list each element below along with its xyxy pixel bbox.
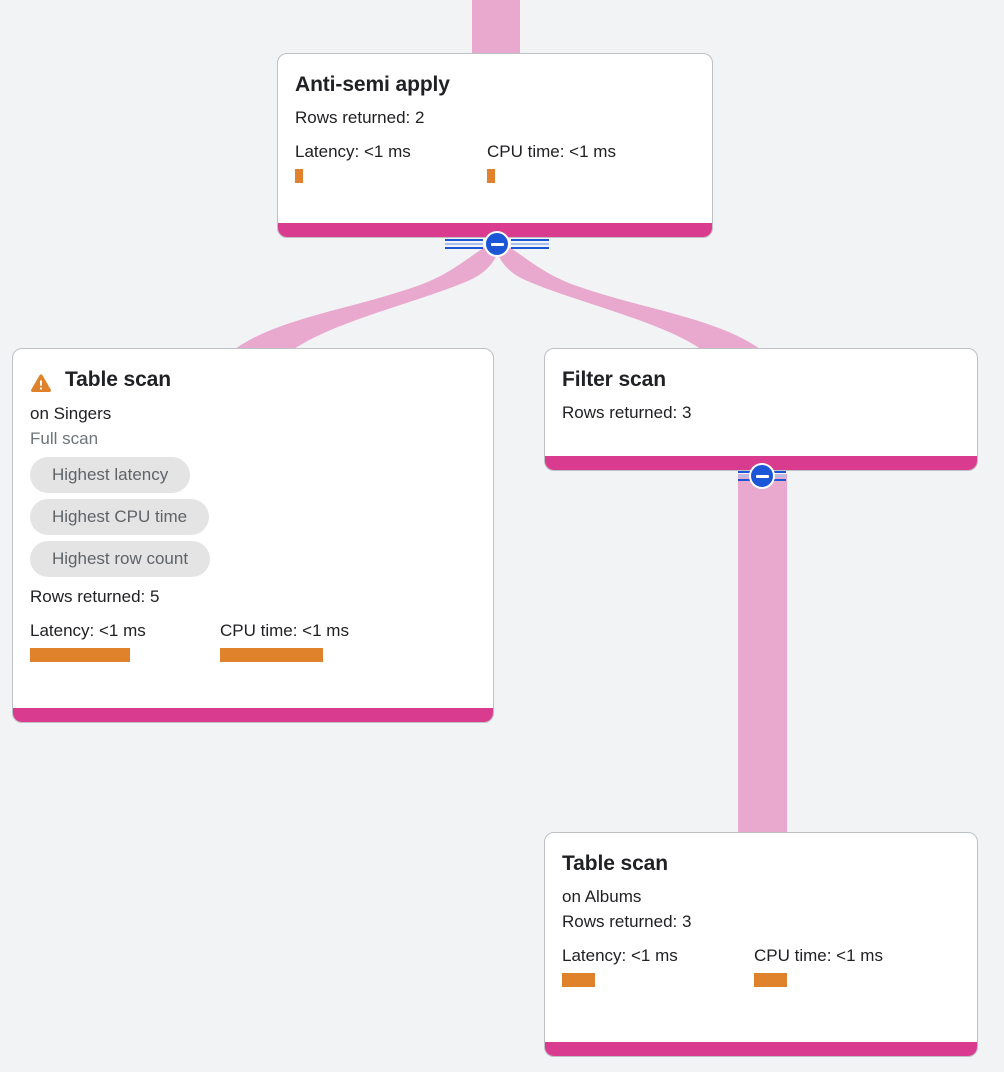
metric-latency: Latency: <1 ms: [30, 621, 220, 662]
node-body: Table scan on Albums Rows returned: 3 La…: [545, 833, 977, 1042]
minus-circle-icon[interactable]: [749, 463, 775, 489]
plan-node-table-scan-singers[interactable]: Table scan on Singers Full scan Highest …: [12, 348, 494, 723]
metric-cpu-time: CPU time: <1 ms: [754, 946, 883, 987]
edge-anti-semi-apply-to-table-scan-singers: [231, 243, 500, 352]
rows-returned-label: Rows returned: 5: [30, 587, 160, 606]
warning-triangle-icon: [31, 374, 51, 393]
edge-filter-scan-to-table-scan-albums: [738, 474, 787, 836]
metric-cpu-time-label: CPU time: <1 ms: [487, 142, 616, 161]
toggle-rails: [738, 471, 786, 481]
plan-node-table-scan-albums[interactable]: Table scan on Albums Rows returned: 3 La…: [544, 832, 978, 1057]
metric-latency-label: Latency: <1 ms: [295, 142, 411, 161]
node-body: Anti-semi apply Rows returned: 2 Latency…: [278, 54, 712, 223]
node-metrics: Latency: <1 ms CPU time: <1 ms: [30, 621, 476, 662]
node-header: Anti-semi apply: [295, 72, 695, 98]
metric-cpu-time: CPU time: <1 ms: [487, 142, 616, 183]
metric-cpu-time-label: CPU time: <1 ms: [754, 946, 883, 965]
node-header: Table scan: [562, 851, 960, 877]
node-title: Filter scan: [562, 368, 666, 391]
node-title: Anti-semi apply: [295, 73, 450, 96]
metric-latency: Latency: <1 ms: [562, 946, 754, 987]
minus-circle-icon[interactable]: [484, 231, 510, 257]
node-target: on Albums: [562, 887, 642, 906]
node-accent-bar: [278, 223, 712, 237]
plan-node-filter-scan[interactable]: Filter scan Rows returned: 3: [544, 348, 978, 471]
node-title: Table scan: [65, 368, 171, 391]
node-header: Filter scan: [562, 367, 960, 393]
rows-returned-label: Rows returned: 3: [562, 912, 692, 931]
metric-latency-label: Latency: <1 ms: [30, 621, 146, 640]
node-accent-bar: [13, 708, 493, 722]
toggle-rails: [445, 239, 549, 249]
rows-returned-label: Rows returned: 2: [295, 108, 425, 127]
node-metrics: Latency: <1 ms CPU time: <1 ms: [562, 946, 960, 987]
collapse-toggle-filter-scan[interactable]: [710, 462, 814, 490]
metric-latency-bar: [295, 169, 303, 183]
node-accent-bar: [545, 1042, 977, 1056]
node-target: on Singers: [30, 404, 112, 423]
plan-node-anti-semi-apply[interactable]: Anti-semi apply Rows returned: 2 Latency…: [277, 53, 713, 238]
metric-cpu-time-label: CPU time: <1 ms: [220, 621, 349, 640]
metric-latency: Latency: <1 ms: [295, 142, 487, 183]
node-header: Table scan: [30, 367, 476, 394]
metric-cpu-time-bar: [487, 169, 495, 183]
rows-returned-label: Rows returned: 3: [562, 403, 692, 422]
metric-cpu-time: CPU time: <1 ms: [220, 621, 349, 662]
edge-root-to-anti-semi-apply: [472, 0, 520, 55]
metric-latency-bar: [30, 648, 130, 662]
node-chips: Highest latency Highest CPU time Highest…: [30, 457, 476, 577]
edge-anti-semi-apply-to-filter-scan: [495, 243, 764, 352]
chip-highest-row-count[interactable]: Highest row count: [30, 541, 211, 577]
node-body: Filter scan Rows returned: 3: [545, 349, 977, 456]
metric-cpu-time-bar: [754, 973, 787, 987]
node-body: Table scan on Singers Full scan Highest …: [13, 349, 493, 708]
chip-highest-cpu-time[interactable]: Highest CPU time: [30, 499, 210, 535]
node-metrics: Latency: <1 ms CPU time: <1 ms: [295, 142, 695, 183]
node-title: Table scan: [562, 852, 668, 875]
node-scan-type: Full scan: [30, 429, 99, 448]
metric-latency-label: Latency: <1 ms: [562, 946, 678, 965]
metric-latency-bar: [562, 973, 595, 987]
chip-highest-latency[interactable]: Highest latency: [30, 457, 191, 493]
collapse-toggle-anti-semi-apply[interactable]: [445, 230, 549, 258]
metric-cpu-time-bar: [220, 648, 323, 662]
